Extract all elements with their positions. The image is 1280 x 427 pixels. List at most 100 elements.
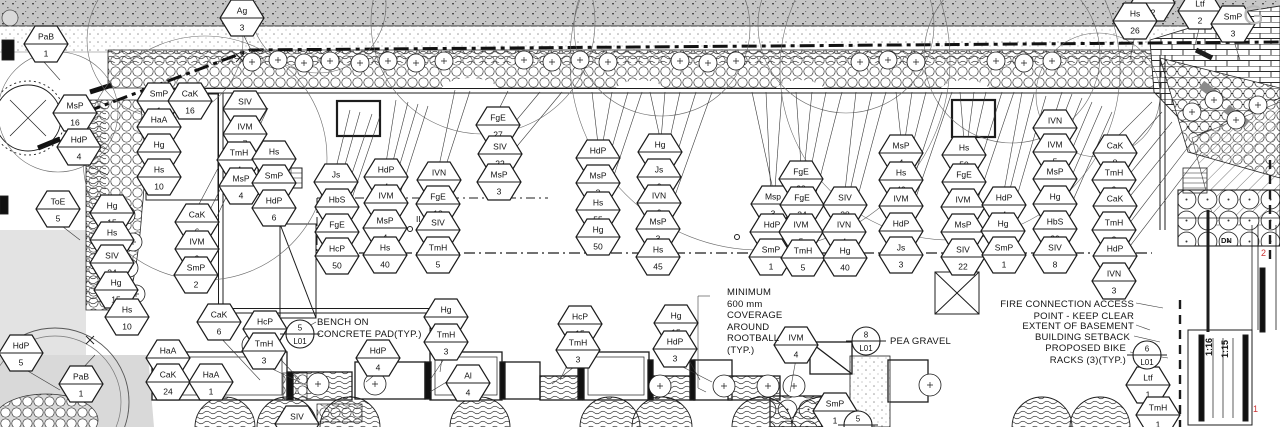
svg-text:IVM: IVM <box>955 195 970 205</box>
svg-text:PaB: PaB <box>38 32 54 42</box>
svg-text:Hs: Hs <box>1130 9 1140 19</box>
svg-text:5: 5 <box>801 263 806 273</box>
svg-text:ToE: ToE <box>51 197 66 207</box>
svg-text:CaK: CaK <box>1107 141 1124 151</box>
manhole-icon <box>1 9 19 27</box>
svg-text:HdP: HdP <box>71 135 88 145</box>
svg-text:4: 4 <box>77 152 82 162</box>
svg-text:MsP: MsP <box>491 170 508 180</box>
svg-text:IVM: IVM <box>893 194 908 204</box>
svg-text:CaK: CaK <box>160 370 177 380</box>
svg-text:FgE: FgE <box>956 170 972 180</box>
svg-text:SmP: SmP <box>826 399 845 409</box>
svg-text:L01: L01 <box>293 337 307 346</box>
svg-text:IVN: IVN <box>837 220 851 230</box>
svg-text:SmP: SmP <box>1224 12 1243 22</box>
svg-text:CaK: CaK <box>182 89 199 99</box>
svg-text:Hg: Hg <box>1050 192 1061 202</box>
svg-text:FgE: FgE <box>793 167 809 177</box>
svg-text:Hg: Hg <box>154 140 165 150</box>
svg-text:HdP: HdP <box>590 146 607 156</box>
svg-text:1: 1 <box>79 389 84 399</box>
svg-text:SIV: SIV <box>290 412 304 422</box>
svg-text:Hg: Hg <box>441 305 452 315</box>
svg-text:CaK: CaK <box>189 210 206 220</box>
svg-text:L01: L01 <box>859 344 873 353</box>
svg-text:45: 45 <box>653 262 663 272</box>
svg-text:HdP: HdP <box>370 346 387 356</box>
svg-text:HdP: HdP <box>667 337 684 347</box>
svg-text:Hg: Hg <box>840 246 851 256</box>
svg-text:HdP: HdP <box>996 193 1013 203</box>
svg-text:Hs: Hs <box>896 168 906 178</box>
svg-text:50: 50 <box>332 261 342 271</box>
svg-text:MsP: MsP <box>590 171 607 181</box>
svg-text:1: 1 <box>769 262 774 272</box>
road-band <box>0 0 1280 27</box>
svg-text:5: 5 <box>56 214 61 224</box>
svg-text:Hs: Hs <box>122 305 132 315</box>
svg-text:IVM: IVM <box>237 122 252 132</box>
ramp-stair-zone <box>1178 47 1277 427</box>
svg-text:3: 3 <box>497 187 502 197</box>
svg-text:SmP: SmP <box>995 243 1014 253</box>
top-planting-band <box>107 49 1166 108</box>
svg-text:Al: Al <box>464 371 472 381</box>
svg-text:CaK: CaK <box>211 310 228 320</box>
svg-text:1: 1 <box>209 387 214 397</box>
svg-text:TmH: TmH <box>1105 218 1123 228</box>
svg-text:5: 5 <box>298 324 303 333</box>
svg-text:Msp: Msp <box>765 192 781 202</box>
svg-text:Js: Js <box>332 170 341 180</box>
bike-racks-note: PROPOSED BIKE RACKS (3)(TYP.) <box>1045 343 1126 366</box>
svg-text:IVN: IVN <box>652 191 666 201</box>
svg-text:SIV: SIV <box>956 245 970 255</box>
svg-text:IVM: IVM <box>793 220 808 230</box>
svg-text:TmH: TmH <box>230 148 248 158</box>
svg-text:HcP: HcP <box>329 244 345 254</box>
svg-text:3: 3 <box>576 355 581 365</box>
svg-text:3: 3 <box>444 347 449 357</box>
svg-text:6: 6 <box>1145 345 1150 354</box>
svg-text:MsP: MsP <box>955 220 972 230</box>
svg-text:4: 4 <box>466 388 471 398</box>
svg-text:Ag: Ag <box>237 6 248 16</box>
red-mark-2: 2 <box>1261 248 1267 258</box>
svg-text:TmH: TmH <box>429 243 447 253</box>
svg-text:3: 3 <box>240 23 245 33</box>
svg-text:Hg: Hg <box>998 219 1009 229</box>
down-stair-note: DN <box>1221 236 1232 245</box>
svg-text:TmH: TmH <box>255 339 273 349</box>
slope-label-2: 1:15 <box>1220 339 1230 358</box>
svg-text:MsP: MsP <box>67 101 84 111</box>
svg-text:MsP: MsP <box>233 174 250 184</box>
svg-text:FgE: FgE <box>430 192 446 202</box>
svg-text:16: 16 <box>70 118 80 128</box>
plant-tag-HcP: HcP 50 <box>314 237 360 275</box>
plant-tag-HdP: HdP 4 <box>56 128 102 166</box>
svg-text:10: 10 <box>122 322 132 332</box>
fire-connection-note: FIRE CONNECTION ACCESS POINT - KEEP CLEA… <box>1000 299 1134 322</box>
svg-text:IVM: IVM <box>378 191 393 201</box>
svg-text:4: 4 <box>376 363 381 373</box>
plant-tag-Hs: Hs 10 <box>104 298 150 336</box>
svg-text:1: 1 <box>833 416 838 426</box>
svg-text:SmP: SmP <box>150 89 169 99</box>
svg-text:27: 27 <box>493 130 503 140</box>
svg-text:Hs: Hs <box>653 245 663 255</box>
minimum-coverage-note: MINIMUM 600 mm COVERAGE AROUND ROOTBALL … <box>727 287 783 356</box>
svg-text:FgE: FgE <box>490 113 506 123</box>
svg-text:Hg: Hg <box>107 201 118 211</box>
svg-text:3: 3 <box>899 260 904 270</box>
